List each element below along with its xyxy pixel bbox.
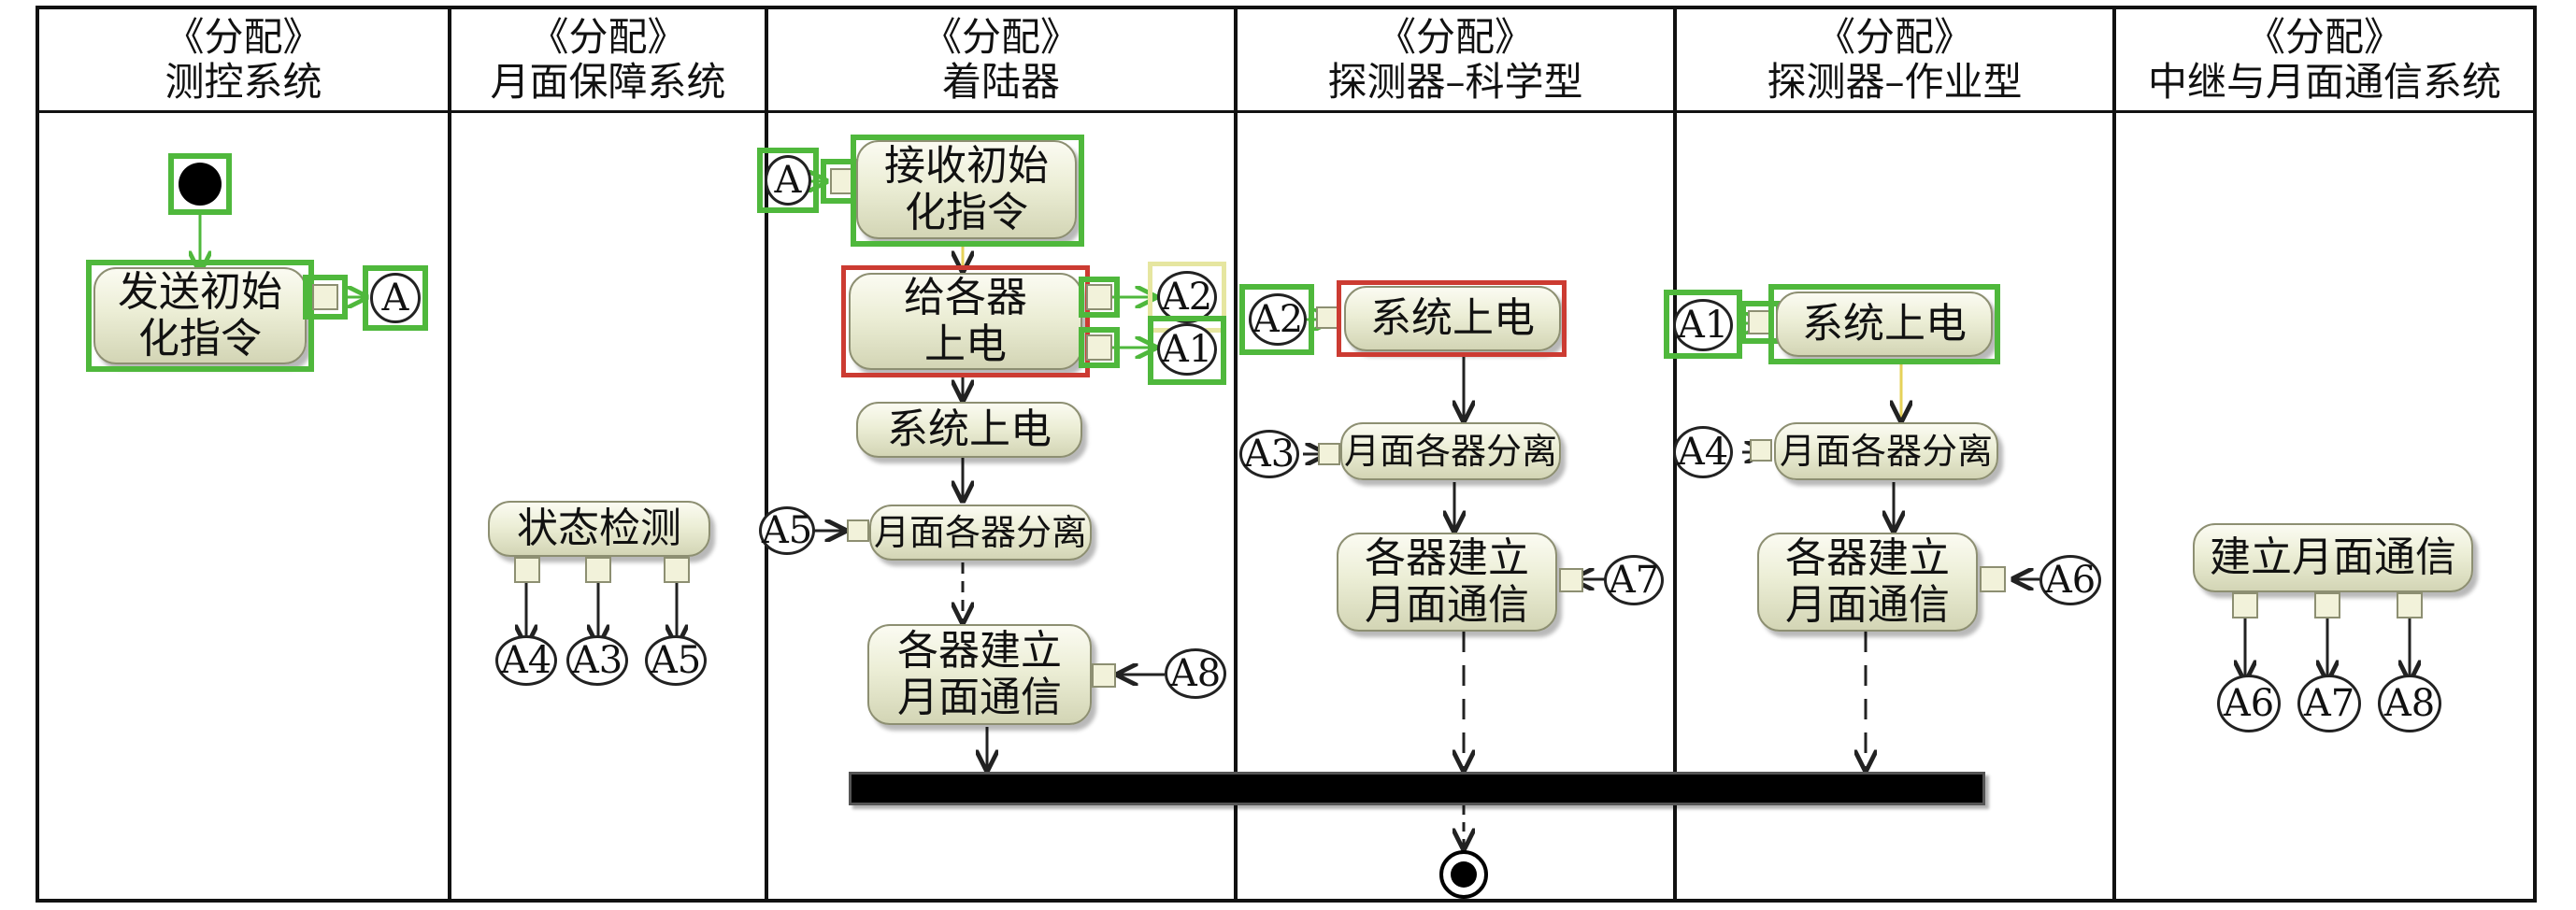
highlight-box <box>1148 316 1226 385</box>
connector-a7: A7 <box>1604 555 1664 605</box>
input-pin <box>1980 566 2006 592</box>
action-lander-separate: 月面各器分离 <box>869 505 1092 561</box>
action-sci-comm: 各器建立 月面通信 <box>1337 533 1557 632</box>
lane-divider <box>765 9 768 899</box>
lane-stereotype: 《分配》 <box>529 14 687 60</box>
action-sci-power: 系统上电 <box>1344 286 1561 351</box>
highlight-box <box>841 265 1090 377</box>
lane-name: 月面保障系统 <box>490 59 726 105</box>
highlight-box <box>1079 327 1120 368</box>
connector-a6: A6 <box>2039 555 2101 605</box>
lane-stereotype: 《分配》 <box>1376 14 1534 60</box>
highlight-box <box>757 148 819 213</box>
action-work-power: 系统上电 <box>1776 291 1993 357</box>
input-pin <box>1316 306 1338 329</box>
input-pin <box>1318 443 1340 465</box>
lane-header-science-probe: 《分配》 探测器–科学型 <box>1238 15 1673 108</box>
connector-a5: A5 <box>759 506 815 555</box>
connector-a: A <box>370 273 421 323</box>
lane-header-work-probe: 《分配》 探测器–作业型 <box>1677 15 2112 108</box>
output-pin <box>2314 592 2340 619</box>
final-node <box>1439 850 1488 899</box>
connector-a5: A5 <box>645 635 707 686</box>
action-sci-separate: 月面各器分离 <box>1340 422 1561 480</box>
highlight-box <box>363 265 428 331</box>
action-lander-power: 系统上电 <box>856 402 1082 458</box>
action-power-instruments: 给各器 上电 <box>849 273 1082 370</box>
input-pin <box>847 519 869 542</box>
connector-a2: A2 <box>1249 293 1307 346</box>
action-work-separate: 月面各器分离 <box>1774 422 1998 480</box>
lane-header-tt-and-c: 《分配》 测控系统 <box>39 15 448 108</box>
highlight-box <box>168 153 232 215</box>
output-pin <box>1086 284 1112 310</box>
connector-a4: A4 <box>495 635 557 686</box>
output-pin <box>2232 592 2258 619</box>
lane-name: 着陆器 <box>941 59 1060 105</box>
lane-stereotype: 《分配》 <box>2245 14 2403 60</box>
connector-a2: A2 <box>1157 271 1217 323</box>
lane-stereotype: 《分配》 <box>922 14 1080 60</box>
action-lander-comm: 各器建立 月面通信 <box>867 624 1092 725</box>
connector-a8: A8 <box>2378 675 2441 732</box>
action-relay-comm: 建立月面通信 <box>2193 523 2473 592</box>
output-pin <box>664 557 690 583</box>
swimlane-frame: 《分配》 测控系统 《分配》 月面保障系统 《分配》 着陆器 《分配》 探测器–… <box>36 6 2537 903</box>
input-pin <box>1559 568 1583 592</box>
highlight-box <box>1664 290 1742 359</box>
connector-a: A <box>765 155 811 206</box>
connector-a7: A7 <box>2297 675 2361 732</box>
output-pin <box>2397 592 2423 619</box>
header-divider <box>39 110 2533 113</box>
lane-name: 中继与月面通信系统 <box>2147 59 2501 105</box>
initial-node <box>179 163 222 206</box>
output-pin <box>312 284 338 310</box>
input-pin <box>1092 663 1116 688</box>
connector-a3: A3 <box>566 635 628 686</box>
connector-a3: A3 <box>1239 430 1299 478</box>
action-recv-init: 接收初始 化指令 <box>856 140 1077 239</box>
output-pin <box>514 557 540 583</box>
lane-header-surface-support: 《分配》 月面保障系统 <box>451 15 765 108</box>
highlight-box <box>1337 280 1567 357</box>
lane-divider <box>2112 9 2116 899</box>
input-pin <box>1750 439 1772 462</box>
lane-name: 探测器–作业型 <box>1767 59 2023 105</box>
action-status-check: 状态检测 <box>488 501 710 557</box>
lane-name: 测控系统 <box>165 59 322 105</box>
connector-a4: A4 <box>1673 426 1733 478</box>
connector-a8: A8 <box>1165 648 1226 699</box>
connector-a6: A6 <box>2217 675 2281 732</box>
highlight-box <box>851 135 1084 247</box>
lane-divider <box>448 9 451 899</box>
lane-name: 探测器–科学型 <box>1327 59 1583 105</box>
connector-a1: A1 <box>1157 323 1217 376</box>
action-work-comm: 各器建立 月面通信 <box>1757 533 1978 632</box>
highlight-box <box>86 260 314 372</box>
lane-header-lander: 《分配》 着陆器 <box>768 15 1234 108</box>
output-pin <box>1086 334 1112 361</box>
highlight-box <box>1079 277 1120 318</box>
highlight-box <box>1768 284 2000 364</box>
highlight-box <box>303 275 348 320</box>
join-bar <box>849 772 1985 805</box>
action-send-init: 发送初始 化指令 <box>93 267 307 364</box>
lane-header-relay-comm: 《分配》 中继与月面通信系统 <box>2116 15 2533 108</box>
lane-stereotype: 《分配》 <box>1815 14 1973 60</box>
lane-divider <box>1234 9 1238 899</box>
connector-a1: A1 <box>1673 299 1733 351</box>
highlight-box <box>1239 284 1314 355</box>
lane-stereotype: 《分配》 <box>165 14 322 60</box>
output-pin <box>585 557 611 583</box>
